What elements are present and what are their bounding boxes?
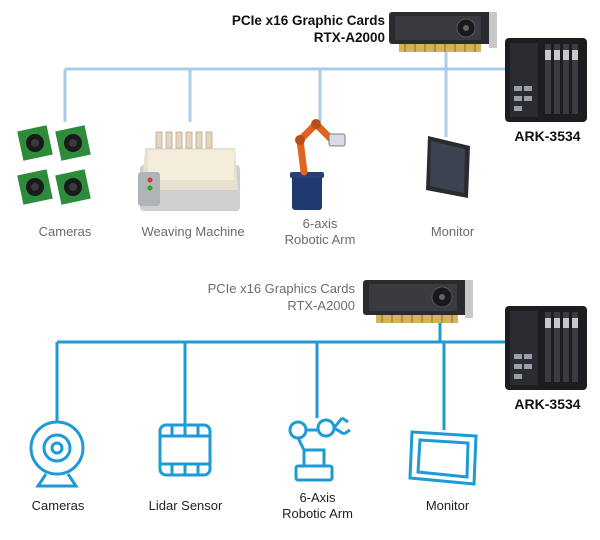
top-computer-label: ARK-3534 [514,128,581,144]
bottom-computer-label: ARK-3534 [514,396,581,412]
top-device-label-cameras: Cameras [38,224,92,239]
bottom-device-label-robotic-arm: 6-Axis Robotic Arm [282,490,353,521]
top-device-label-robotic-arm: 6-axis Robotic Arm [284,216,356,247]
bottom-gpu-card [363,280,473,323]
monitor-icon [408,430,478,486]
bottom-computer-ark-3534 [505,306,587,390]
bottom-device-label-cameras: Cameras [31,498,85,513]
top-device-label-weaving-machine: Weaving Machine [141,224,245,239]
webcam-icon [29,420,85,488]
top-monitor [426,136,470,198]
bottom-device-label-lidar-sensor: Lidar Sensor [148,498,223,513]
top-connection-lines [63,40,505,137]
bottom-device-label-monitor: Monitor [425,498,470,513]
bottom-gpu-label-line1: PCIe x16 Graphics Cards [207,281,355,296]
top-device-label-monitor: Monitor [430,224,475,239]
top-robotic-arm [290,119,346,210]
top-camera-modules [17,125,91,205]
robotic-arm-icon [288,416,351,482]
top-gpu-label-line1: PCIe x16 Graphic Cards [231,13,385,28]
lidar-sensor-icon [158,423,212,477]
top-gpu-card [389,12,497,52]
top-gpu-label-line2: RTX-A2000 [313,30,385,45]
top-computer-ark-3534 [505,38,587,122]
bottom-gpu-label-line2: RTX-A2000 [287,298,355,313]
bottom-connection-lines [55,315,505,430]
top-weaving-machine [138,131,240,211]
